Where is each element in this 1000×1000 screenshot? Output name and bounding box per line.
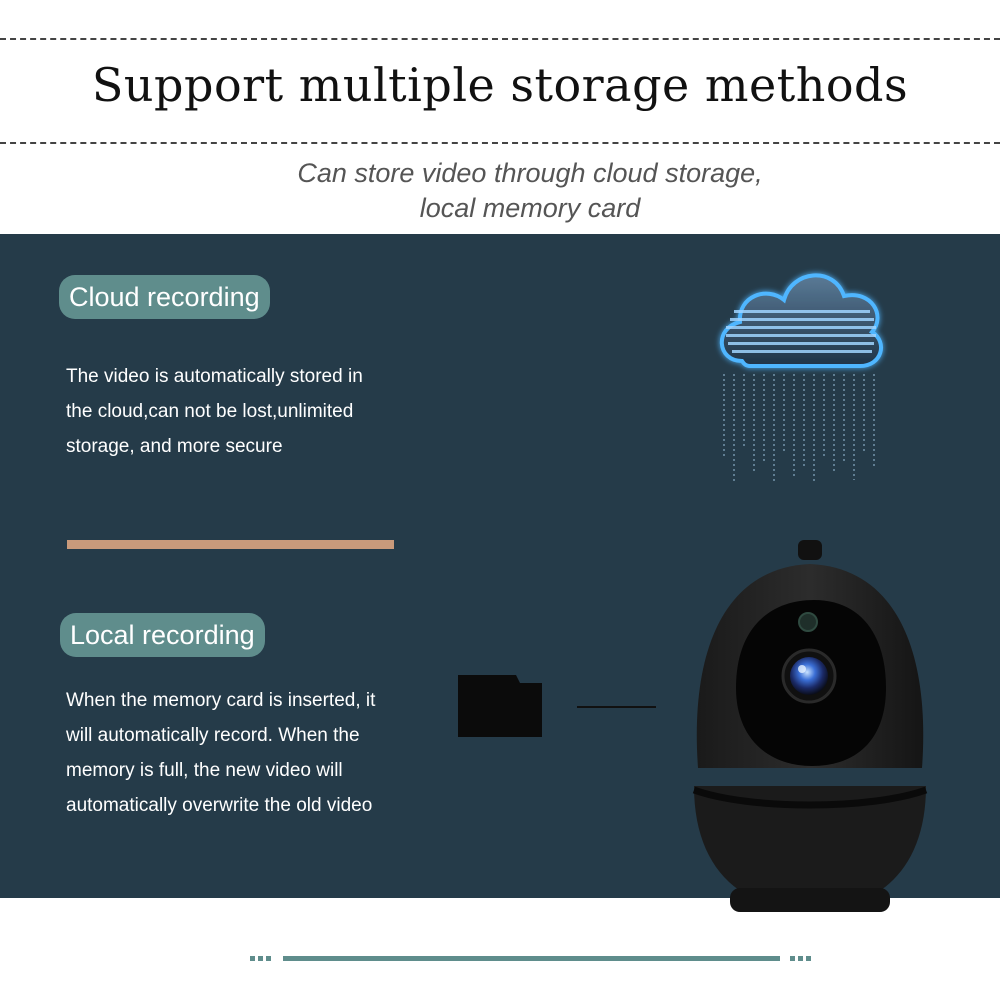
- cloud-recording-description: The video is automatically stored in the…: [66, 359, 426, 464]
- description-line: will automatically record. When the: [66, 725, 360, 746]
- description-line: automatically overwrite the old video: [66, 795, 373, 816]
- footer-bar: [283, 956, 780, 961]
- footer-dots-left: [250, 956, 271, 961]
- local-recording-description: When the memory card is inserted, it wil…: [66, 683, 436, 823]
- page-subtitle: Can store video through cloud storage, l…: [0, 156, 1000, 226]
- footer-dots-right: [790, 956, 811, 961]
- local-recording-label: Local recording: [60, 613, 265, 657]
- description-line: When the memory card is inserted, it: [66, 690, 376, 711]
- memory-card-icon: [456, 675, 544, 744]
- cloud-recording-label: Cloud recording: [59, 275, 270, 319]
- bottom-dashed-rule: [0, 142, 1000, 144]
- page-title: Support multiple storage methods: [91, 58, 909, 112]
- description-line: memory is full, the new video will: [66, 760, 343, 781]
- subtitle-line: Can store video through cloud storage,: [297, 158, 763, 188]
- connector-line: [577, 706, 656, 708]
- section-divider: [67, 540, 394, 549]
- description-line: the cloud,can not be lost,unlimited: [66, 401, 354, 422]
- description-line: The video is automatically stored in: [66, 366, 363, 387]
- security-camera-icon: [690, 538, 930, 923]
- top-dashed-rule: [0, 38, 1000, 40]
- subtitle-line: local memory card: [419, 193, 641, 223]
- cloud-data-icon: [712, 256, 892, 491]
- description-line: storage, and more secure: [66, 436, 283, 457]
